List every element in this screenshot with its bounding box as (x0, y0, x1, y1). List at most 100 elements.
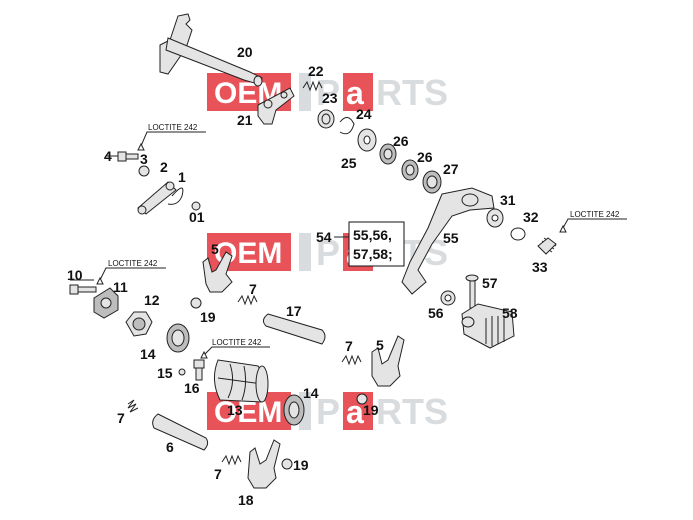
bolt-16-part (193, 359, 205, 381)
callout-55: 55 (443, 230, 459, 246)
svg-text:LOCTITE 242: LOCTITE 242 (108, 259, 158, 268)
callout-10: 10 (67, 267, 83, 283)
callout-7b: 7 (345, 338, 353, 354)
callout-4: 4 (104, 148, 112, 164)
bearing-14a-part (166, 323, 190, 353)
ring-32-part (510, 227, 526, 241)
callout-23: 23 (322, 90, 338, 106)
screw-15-part (178, 368, 186, 376)
svg-text:55,56,: 55,56, (353, 227, 392, 243)
callout-57: 57 (482, 275, 498, 291)
callout-17: 17 (286, 303, 302, 319)
fork-shaft-17-part (262, 313, 326, 345)
pin-57-part (465, 274, 479, 309)
shift-drum-13-part (214, 359, 269, 403)
shift-lever-plate-part (257, 87, 295, 125)
spring-7b-part (341, 354, 362, 366)
callout-26a: 26 (393, 133, 409, 149)
callout-6: 6 (166, 439, 174, 455)
needle-bearing-26a-part (379, 143, 397, 165)
callout-19b: 19 (363, 402, 379, 418)
svg-text:P: P (316, 232, 340, 273)
spring-7c-part (127, 399, 139, 413)
bolt-4-part (117, 151, 139, 162)
svg-text:LOCTITE 242: LOCTITE 242 (212, 338, 262, 347)
roller-19c-part (281, 458, 293, 470)
callout-labels: 20 21 22 23 24 25 26 26 27 4 3 2 1 01 5 … (67, 44, 548, 508)
callout-5b: 5 (376, 337, 384, 353)
callout-18: 18 (238, 492, 254, 508)
washer-25-part (357, 128, 377, 152)
washer-31-part (486, 208, 504, 228)
svg-text:P: P (316, 391, 340, 432)
bolt-33-part (537, 237, 557, 255)
callout-3: 3 (140, 151, 148, 167)
callout-33: 33 (532, 259, 548, 275)
needle-bearing-26b-part (401, 159, 419, 181)
shift-lever-55-part (401, 187, 495, 295)
shift-arm-2-part (137, 181, 177, 215)
svg-text:P: P (316, 72, 340, 113)
shift-fork-18-part (247, 439, 281, 489)
callout-21: 21 (237, 112, 253, 128)
callout-31: 31 (500, 192, 516, 208)
loctite-note-left: LOCTITE 242 (96, 259, 166, 285)
callout-14b: 14 (303, 385, 319, 401)
roller-19b-part (356, 393, 368, 405)
callout-15: 15 (157, 365, 173, 381)
svg-text:57,58;: 57,58; (353, 246, 393, 262)
spring-7d-part (221, 454, 242, 466)
callout-19c: 19 (293, 457, 309, 473)
bushing-56-part (440, 290, 456, 306)
callout-20: 20 (237, 44, 253, 60)
callout-56: 56 (428, 305, 444, 321)
callout-24: 24 (356, 106, 372, 122)
callout-5a: 5 (211, 241, 219, 257)
shift-fork-5b-part (371, 335, 405, 387)
callout-7c: 7 (117, 410, 125, 426)
loctite-note-right: LOCTITE 242 (559, 210, 627, 233)
callout-14a: 14 (140, 346, 156, 362)
shift-drum-cam-11-part (93, 287, 119, 319)
bearing-14b-part (283, 394, 305, 426)
callout-54: 54 (316, 229, 332, 245)
loctite-note-center: LOCTITE 242 (200, 338, 270, 359)
svg-text:a: a (346, 75, 364, 111)
leader-lines (70, 155, 118, 281)
bolt-10-part (69, 284, 97, 295)
callout-13: 13 (227, 402, 243, 418)
callout-25: 25 (341, 155, 357, 171)
callout-2: 2 (160, 159, 168, 175)
callout-7d: 7 (214, 466, 222, 482)
loctite-note-top: LOCTITE 242 (137, 123, 206, 151)
shift-shaft-part (159, 13, 263, 87)
callout-58: 58 (502, 305, 518, 321)
spring-24-part (339, 117, 355, 135)
spring-1-part (167, 187, 184, 205)
svg-text:LOCTITE 242: LOCTITE 242 (148, 123, 198, 132)
fork-shaft-6-part (152, 413, 209, 451)
callout-11: 11 (113, 279, 128, 295)
roller-19a-part (190, 297, 202, 309)
callout-16: 16 (184, 380, 200, 396)
callout-01: 01 (189, 209, 205, 225)
spring-22-part (302, 80, 323, 92)
shift-star-12-part (125, 311, 153, 337)
watermark-top: OEM P a RTS (207, 72, 448, 113)
bushing-23-part (317, 109, 335, 129)
callout-1: 1 (178, 169, 186, 185)
callout-7a: 7 (249, 281, 257, 297)
bushing-27-part (422, 170, 442, 194)
group-box-54: 55,56, 57,58; (334, 221, 405, 267)
callout-26b: 26 (417, 149, 433, 165)
shift-lever-tip-58-part (461, 303, 515, 349)
svg-text:LOCTITE 242: LOCTITE 242 (570, 210, 620, 219)
shift-fork-5a-part (202, 251, 233, 293)
part-01-part (191, 201, 201, 211)
callout-19a: 19 (200, 309, 216, 325)
callout-12: 12 (144, 292, 160, 308)
svg-text:RTS: RTS (376, 72, 448, 113)
washer-3-part (138, 165, 150, 177)
callout-32: 32 (523, 209, 539, 225)
